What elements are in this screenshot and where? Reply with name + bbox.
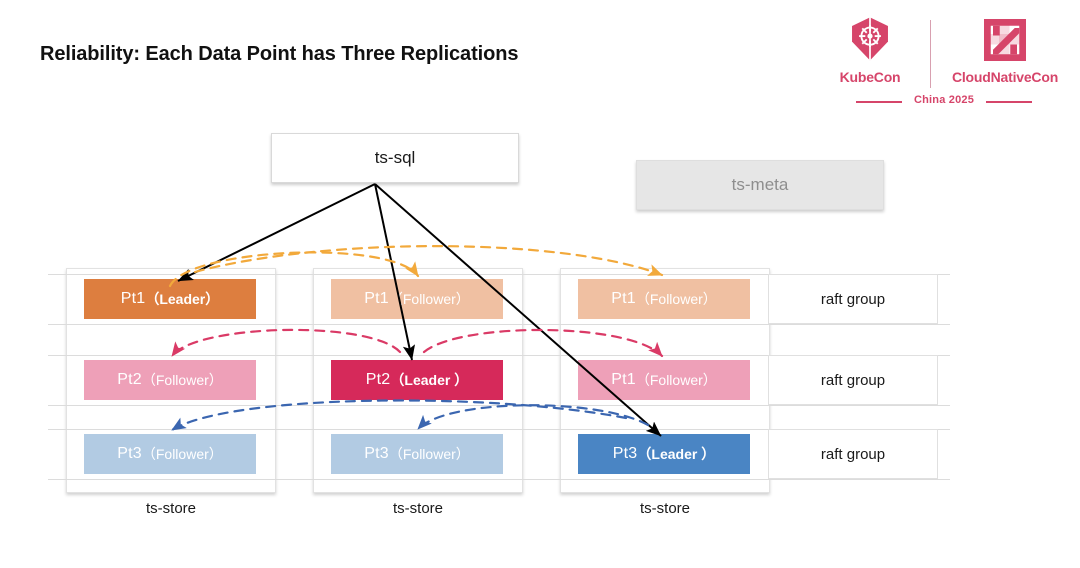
chip-pt-label: Pt3 xyxy=(117,445,142,462)
chip-role-label: （Follower） xyxy=(635,291,717,307)
partition-chip-pt1-follower-b[interactable]: Pt1 （Follower） xyxy=(578,279,750,319)
chip-role-label: （Leader ） xyxy=(390,372,469,388)
partition-chip-pt2-leader[interactable]: Pt2 （Leader ） xyxy=(331,360,503,400)
chip-role-label: （Follower） xyxy=(141,372,223,388)
kubecon-wordmark: KubeCon xyxy=(839,69,901,85)
partition-chip-pt3-leader[interactable]: Pt3 （Leader ） xyxy=(578,434,750,474)
rule-left xyxy=(856,101,902,103)
raft-group-label: raft group xyxy=(820,371,886,389)
chip-role-label: （Follower） xyxy=(141,446,223,462)
chip-pt-label: Pt1 xyxy=(364,290,389,307)
chip-pt-label: Pt1 xyxy=(611,371,636,388)
kubecon-logo-group: KubeCon xyxy=(818,14,922,85)
chip-role-label: （Follower） xyxy=(388,291,470,307)
chip-pt-label: Pt3 xyxy=(612,445,638,462)
partition-chip-pt1-leader[interactable]: Pt1 （Leader） xyxy=(84,279,256,319)
raft-group-cell-3: raft group xyxy=(768,429,938,479)
chip-pt-label: Pt3 xyxy=(364,445,389,462)
ts-store-label-3: ts-store xyxy=(639,500,690,517)
partition-chip-pt3-follower-a[interactable]: Pt3 （Follower） xyxy=(84,434,256,474)
logo-year-rule: China 2025 xyxy=(818,94,1070,108)
logo-divider xyxy=(930,20,931,88)
chip-role-label: （Leader ） xyxy=(637,446,716,462)
raft-group-cell-1: raft group xyxy=(768,274,938,324)
ts-store-label-2: ts-store xyxy=(392,500,443,517)
event-year-label: China 2025 xyxy=(913,94,975,106)
row-rule-2-bottom xyxy=(48,405,950,406)
row-rule-3-bottom xyxy=(48,479,950,480)
ts-meta-label: ts-meta xyxy=(731,175,789,194)
kubernetes-helm-icon xyxy=(818,14,922,66)
ts-store-label-1: ts-store xyxy=(145,500,196,517)
partition-chip-pt2-follower-b[interactable]: Pt1 （Follower） xyxy=(578,360,750,400)
ts-meta-node[interactable]: ts-meta xyxy=(636,160,884,210)
chip-role-label: （Follower） xyxy=(388,446,470,462)
chip-pt-label: Pt1 xyxy=(611,290,636,307)
cloudnativecon-wordmark: CloudNativeCon xyxy=(951,69,1059,85)
chip-pt-label: Pt1 xyxy=(120,290,146,307)
ts-sql-node[interactable]: ts-sql xyxy=(271,133,519,183)
arrow-ts-sql-to-pt1-leader xyxy=(177,183,376,282)
rule-right xyxy=(986,101,1032,103)
cncf-square-icon xyxy=(940,14,1070,66)
chip-role-label: （Follower） xyxy=(635,372,717,388)
chip-role-label: （Leader） xyxy=(145,291,220,307)
raft-group-label: raft group xyxy=(820,290,886,308)
page-title: Reliability: Each Data Point has Three R… xyxy=(40,43,519,65)
partition-chip-pt2-follower-a[interactable]: Pt2 （Follower） xyxy=(84,360,256,400)
kubecon-cloudnativecon-logo: KubeCon CloudNativeCon China 2025 xyxy=(818,14,1070,110)
raft-group-cell-2: raft group xyxy=(768,355,938,405)
partition-chip-pt1-follower-a[interactable]: Pt1 （Follower） xyxy=(331,279,503,319)
chip-pt-label: Pt2 xyxy=(117,371,142,388)
partition-chip-pt3-follower-b[interactable]: Pt3 （Follower） xyxy=(331,434,503,474)
chip-pt-label: Pt2 xyxy=(365,371,391,388)
raft-group-label: raft group xyxy=(820,445,886,463)
cloudnativecon-logo-group: CloudNativeCon xyxy=(940,14,1070,85)
row-rule-1-bottom xyxy=(48,324,950,325)
ts-sql-label: ts-sql xyxy=(374,148,416,167)
